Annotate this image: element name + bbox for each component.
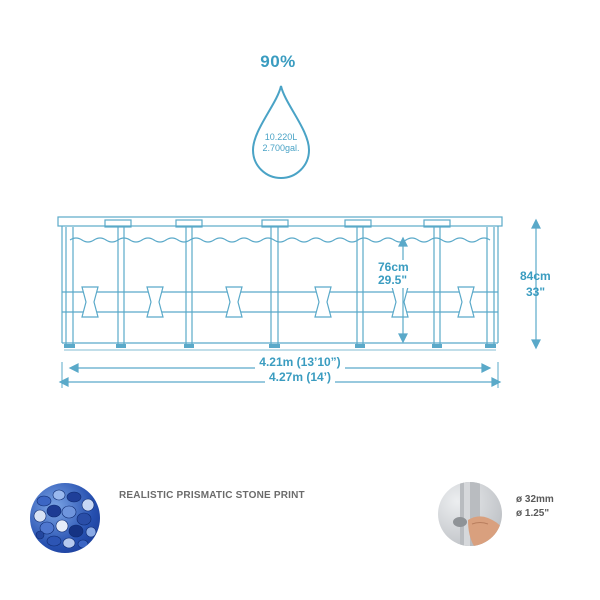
frame-diameter-in: ø 1.25"	[516, 508, 550, 519]
water-drop-icon	[251, 85, 311, 180]
band-joint	[81, 286, 99, 318]
volume-gallons: 2.700gal.	[262, 143, 300, 153]
frame-diameter-mm: ø 32mm	[516, 494, 554, 505]
band-joint	[225, 286, 243, 318]
volume-liters: 10.220L	[264, 132, 298, 142]
top-rail	[57, 216, 503, 227]
band-joint	[314, 286, 332, 318]
frame-joint-icon	[438, 482, 502, 546]
depth-label-in: 29.5"	[376, 273, 410, 288]
height-label-cm: 84cm	[520, 269, 551, 283]
water-surface	[69, 237, 491, 243]
stone-print-label: REALISTIC PRISMATIC STONE PRINT	[119, 490, 305, 501]
top-connector	[344, 219, 372, 228]
top-connector	[175, 219, 203, 228]
outer-width-label: 4.27m (14’)	[0, 370, 600, 384]
stone-texture-icon	[30, 483, 100, 553]
height-label-in: 33"	[526, 285, 546, 299]
depth-label-cm: 76cm	[376, 260, 411, 275]
inner-width-label: 4.21m (13’10”)	[0, 355, 600, 369]
band-joint	[146, 286, 164, 318]
fill-percentage: 90%	[260, 52, 296, 71]
band-joint	[457, 286, 475, 318]
band-joint	[391, 286, 409, 318]
top-connector	[261, 219, 289, 228]
top-connector	[423, 219, 451, 228]
